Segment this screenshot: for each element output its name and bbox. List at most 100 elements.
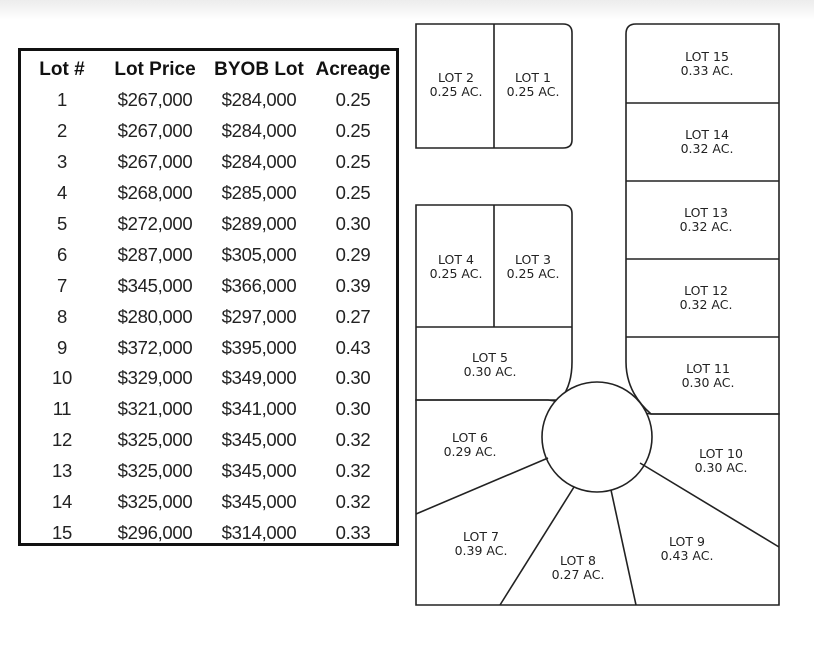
header-acreage: Acreage <box>315 59 391 80</box>
cell-lot-price: $272,000 <box>117 213 193 234</box>
cell-lot-number: 12 <box>52 429 72 451</box>
cell-lot-number: 7 <box>57 274 67 296</box>
lot-6-7-divider <box>415 457 549 515</box>
lot-8-acreage: 0.27 AC. <box>552 567 605 582</box>
table-row: 3 $267,000 $284,000 0.25 <box>21 147 395 178</box>
cell-byob-lot: $297,000 <box>221 305 297 327</box>
block-lots-6-10-outline <box>415 399 780 606</box>
table-row: 12 $325,000 $345,000 0.32 <box>21 425 395 456</box>
lot-8-name: LOT 8 <box>560 553 596 568</box>
block-lots-1-2-outline <box>415 23 573 149</box>
cell-lot-price: $267,000 <box>117 151 193 173</box>
cell-lot-number: 3 <box>57 151 67 173</box>
cell-acreage: 0.27 <box>335 305 371 327</box>
lot-12-name: LOT 12 <box>684 283 728 298</box>
lot-7-acreage: 0.39 AC. <box>455 543 508 558</box>
lot-12-acreage: 0.32 AC. <box>680 297 733 312</box>
lot-15-acreage: 0.33 AC. <box>681 63 734 78</box>
cell-byob-lot: $345,000 <box>221 460 297 482</box>
cell-acreage: 0.25 <box>335 151 371 173</box>
lot-9-acreage: 0.43 AC. <box>661 548 714 563</box>
cell-byob-lot: $284,000 <box>221 120 297 142</box>
cell-byob-lot: $289,000 <box>221 213 297 234</box>
cell-acreage: 0.32 <box>335 460 371 482</box>
cell-lot-price: $296,000 <box>117 521 193 543</box>
lot-3-acreage: 0.25 AC. <box>507 266 560 281</box>
table-row: 7 $345,000 $366,000 0.39 <box>21 270 395 301</box>
cell-acreage: 0.29 <box>335 243 371 265</box>
lot-10-acreage: 0.30 AC. <box>695 460 748 475</box>
lot-6-name: LOT 6 <box>452 430 488 445</box>
cell-acreage: 0.43 <box>335 336 371 358</box>
lot-7-name: LOT 7 <box>463 529 499 544</box>
lot-11-name: LOT 11 <box>686 361 730 376</box>
lot-10-name: LOT 10 <box>699 446 743 461</box>
lot-3-name: LOT 3 <box>515 252 551 267</box>
lot-price-table-frame: Lot # Lot Price BYOB Lot Acreage 1$267,0… <box>18 48 399 546</box>
cell-byob-lot: $349,000 <box>221 367 297 389</box>
cell-lot-price: $280,000 <box>117 305 193 327</box>
lot-11-acreage: 0.30 AC. <box>682 375 735 390</box>
cell-lot-price: $268,000 <box>117 182 193 204</box>
cell-acreage: 0.25 <box>335 182 371 204</box>
table-header-row: Lot # Lot Price BYOB Lot Acreage <box>21 55 395 85</box>
lot-1-acreage: 0.25 AC. <box>507 84 560 99</box>
lot-9-10-divider <box>639 462 780 548</box>
cell-lot-price: $372,000 <box>117 336 193 358</box>
cell-lot-price: $329,000 <box>117 367 193 389</box>
cell-lot-price: $321,000 <box>117 398 193 420</box>
lot-7-8-divider <box>499 486 575 606</box>
cell-lot-price: $345,000 <box>117 274 193 296</box>
cell-lot-price: $325,000 <box>117 491 193 513</box>
lot-2-acreage: 0.25 AC. <box>430 84 483 99</box>
lot-2-name: LOT 2 <box>438 70 474 85</box>
cell-byob-lot: $341,000 <box>221 398 297 420</box>
lot-6-acreage: 0.29 AC. <box>444 444 497 459</box>
cell-byob-lot: $305,000 <box>221 243 297 265</box>
table-row: 6 $287,000 $305,000 0.29 <box>21 239 395 270</box>
header-lot-price: Lot Price <box>114 59 196 80</box>
lot-14-acreage: 0.32 AC. <box>681 141 734 156</box>
cell-byob-lot: $345,000 <box>221 429 297 451</box>
cell-lot-number: 8 <box>57 305 67 327</box>
cell-byob-lot: $285,000 <box>221 182 297 204</box>
lot-4-name: LOT 4 <box>438 252 474 267</box>
lot-5-acreage: 0.30 AC. <box>464 364 517 379</box>
cell-acreage: 0.39 <box>335 274 371 296</box>
lot-9-name: LOT 9 <box>669 534 705 549</box>
cell-acreage: 0.30 <box>335 213 371 234</box>
lot-5-name: LOT 5 <box>472 350 508 365</box>
cell-lot-price: $325,000 <box>117 429 193 451</box>
lot-price-table: Lot # Lot Price BYOB Lot Acreage 1$267,0… <box>21 55 395 548</box>
cell-byob-lot: $284,000 <box>221 151 297 173</box>
cell-lot-price: $287,000 <box>117 243 193 265</box>
header-byob-lot: BYOB Lot <box>214 59 304 80</box>
cell-byob-lot: $314,000 <box>221 521 297 543</box>
header-lot-number: Lot # <box>39 59 85 80</box>
cul-de-sac <box>541 381 653 493</box>
table-row: 8 $280,000 $297,000 0.27 <box>21 301 395 332</box>
cell-lot-number: 13 <box>52 460 72 482</box>
cell-acreage: 0.25 <box>335 89 371 111</box>
cell-lot-number: 10 <box>52 367 72 389</box>
cell-lot-number: 2 <box>57 120 67 142</box>
cell-acreage: 0.33 <box>335 521 371 543</box>
cell-lot-price: $267,000 <box>117 120 193 142</box>
cell-acreage: 0.32 <box>335 429 371 451</box>
cell-lot-number: 6 <box>57 243 67 265</box>
cell-acreage: 0.25 <box>335 120 371 142</box>
cell-lot-number: 9 <box>57 336 67 358</box>
cell-byob-lot: $284,000 <box>221 89 297 111</box>
cell-lot-number: 15 <box>52 521 72 543</box>
table-row: 2 $267,000 $284,000 0.25 <box>21 116 395 147</box>
cell-byob-lot: $366,000 <box>221 274 297 296</box>
cell-acreage: 0.30 <box>335 398 371 420</box>
cell-lot-price: $267,000 <box>117 89 193 111</box>
lot-4-acreage: 0.25 AC. <box>430 266 483 281</box>
cell-lot-number: 5 <box>57 213 67 234</box>
